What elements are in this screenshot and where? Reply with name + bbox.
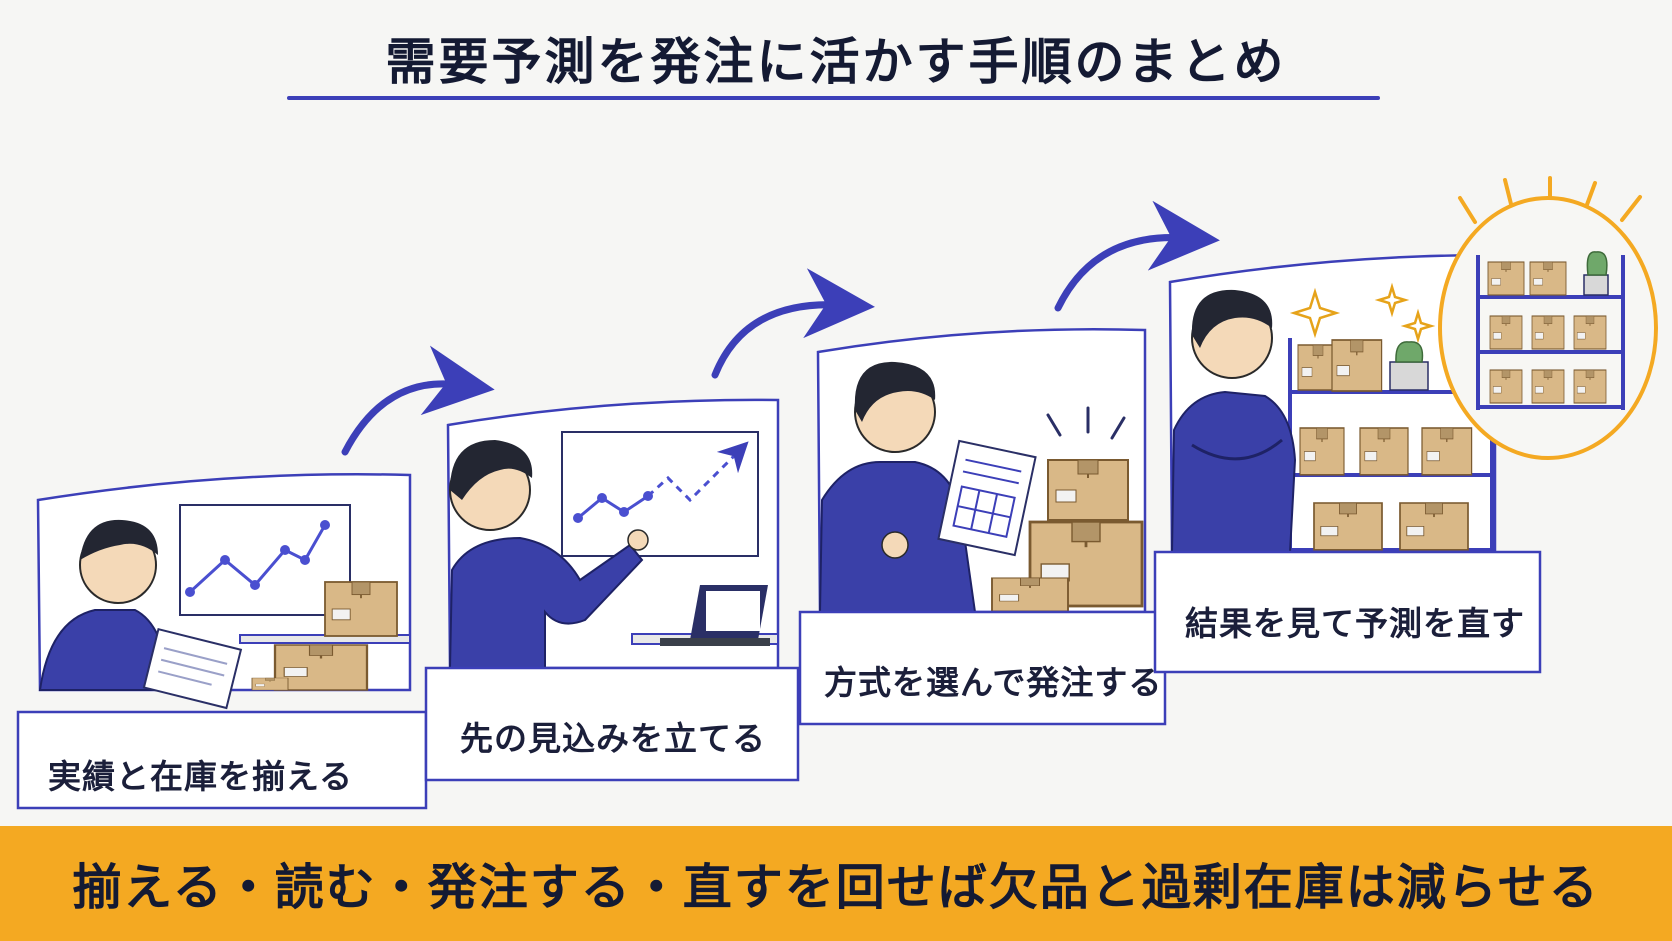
- step-1-scene: [16, 473, 428, 810]
- title-underline: [287, 96, 1380, 100]
- step-3-label: 方式を選んで発注する: [824, 663, 1163, 702]
- summary-banner: 揃える・読む・発注する・直すを回せば欠品と過剰在庫は減らせる: [0, 826, 1672, 941]
- flow-arrow-3: [1054, 200, 1220, 312]
- page-title: 需要予測を発注に活かす手順のまとめ: [385, 33, 1287, 91]
- result-highlight: [1438, 176, 1658, 460]
- flow-arrow-2: [711, 268, 875, 379]
- step-3-scene: [798, 327, 1167, 726]
- step-4-label: 結果を見て予測を直す: [1185, 604, 1525, 643]
- step-4-scene: [1153, 253, 1542, 674]
- step-1-label: 実績と在庫を揃える: [48, 757, 354, 796]
- summary-text: 揃える・読む・発注する・直すを回せば欠品と過剰在庫は減らせる: [72, 859, 1600, 916]
- step-2-label: 先の見込みを立てる: [460, 719, 766, 758]
- flow-arrow-1: [341, 345, 495, 456]
- step-2-scene: [424, 398, 800, 782]
